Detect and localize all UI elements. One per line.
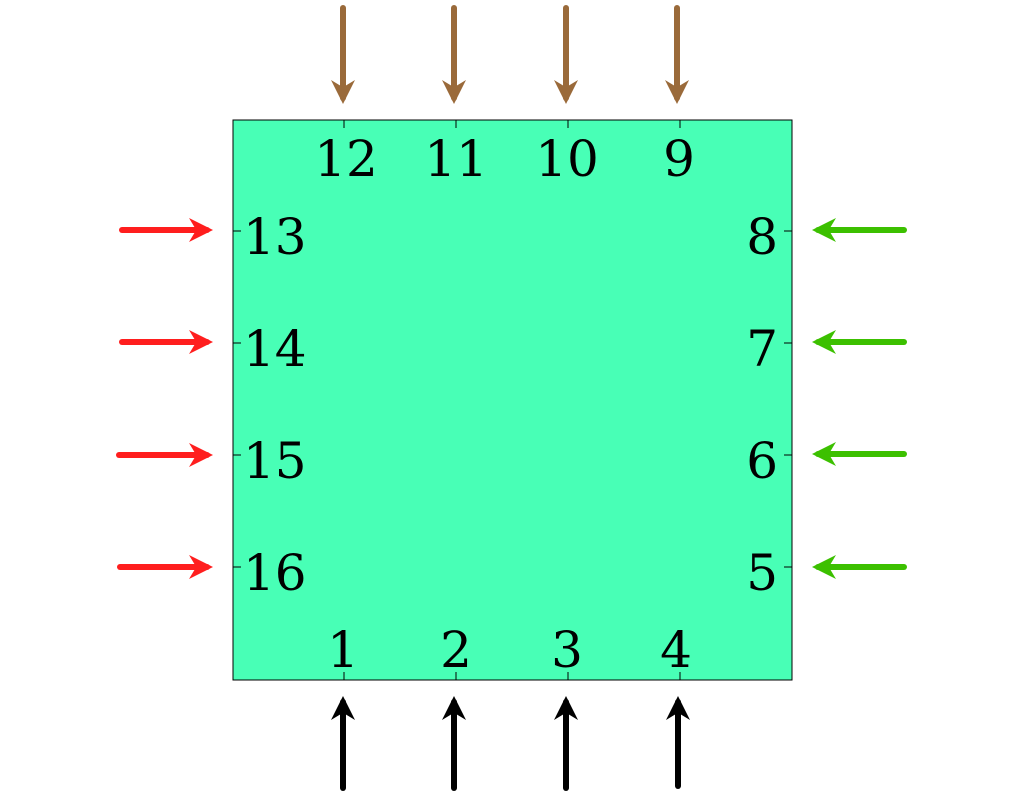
port-label-5: 5 bbox=[746, 544, 778, 602]
port-label-15: 15 bbox=[243, 432, 307, 490]
port-label-10: 10 bbox=[535, 130, 599, 188]
port-label-11: 11 bbox=[424, 130, 488, 188]
block-rectangle bbox=[232, 119, 793, 681]
port-label-7: 7 bbox=[746, 320, 778, 378]
bottom-arrows bbox=[331, 696, 690, 791]
port-label-12: 12 bbox=[314, 130, 378, 188]
port-label-1: 1 bbox=[327, 621, 359, 679]
port-label-13: 13 bbox=[243, 208, 307, 266]
right-arrows bbox=[812, 218, 907, 579]
left-arrows bbox=[116, 218, 213, 579]
port-label-16: 16 bbox=[243, 544, 307, 602]
port-label-9: 9 bbox=[663, 130, 695, 188]
port-ticks bbox=[233, 120, 792, 680]
port-label-2: 2 bbox=[440, 621, 472, 679]
port-label-8: 8 bbox=[746, 208, 778, 266]
port-label-4: 4 bbox=[660, 621, 692, 679]
port-label-14: 14 bbox=[243, 320, 307, 378]
port-label-3: 3 bbox=[551, 621, 583, 679]
top-arrows bbox=[331, 5, 689, 104]
port-label-6: 6 bbox=[746, 432, 778, 490]
